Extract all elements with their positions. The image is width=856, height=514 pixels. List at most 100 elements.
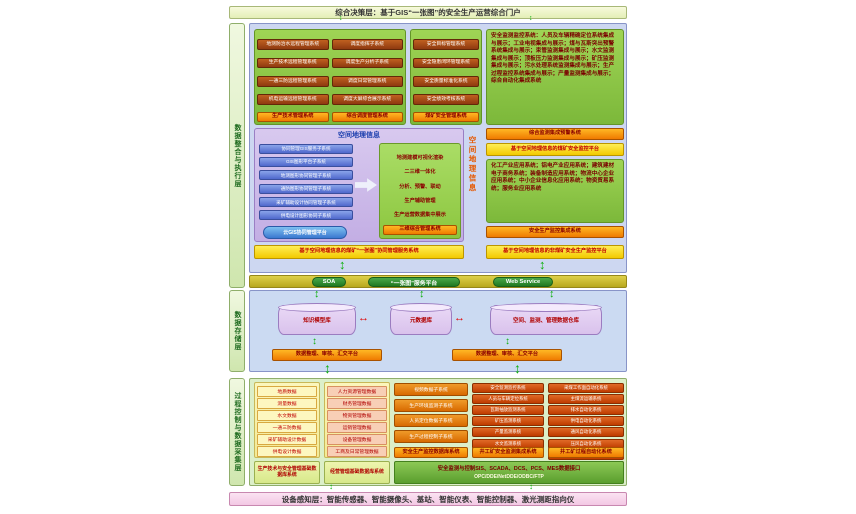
automation-box: 主煤流运输系统 <box>548 393 624 404</box>
gis-subsystem-box: 通防图形协同管理子系统 <box>259 183 353 194</box>
mine-safety-integration-footer: 井工矿安全监测集成系统 <box>472 447 544 458</box>
management-db-footer: 经营管理基础数据库系统 <box>324 461 390 484</box>
data-box: 运销管理数据 <box>327 421 387 433</box>
automation-items: 采煤工作面自动化系统主煤流运输系统排水自动化系统供电自动化系统通风自动化系统压风… <box>548 382 624 471</box>
erp-data-panel: 人力资源管理数据财务管理数据物资管理数据运销管理数据设备管理数据工商及日常管理数… <box>324 382 390 458</box>
industry-text-panel: 化工产业应用系统；铝电产业应用系统；建筑建材电子商务系统；装备制造应用系统；物流… <box>486 159 624 223</box>
data-box: 采矿辅助设计数据 <box>257 433 317 445</box>
spatial-monitor-mgmt-warehouse: 空间、监测、管理数据仓库 <box>490 303 602 335</box>
v-arrow-icon: ↕ <box>549 288 555 300</box>
data-box: 人力资源管理数据 <box>327 385 387 397</box>
v-arrow-icon: ↕ <box>514 360 521 376</box>
gis-func-box: 地测建模可视化渲染二三维一体化分析、预警、联动生产辅助管理生产运营数据集中展示 … <box>379 143 461 239</box>
knowledge-model-db: 知识模型库 <box>278 303 356 335</box>
h-arrow-icon: ↔ <box>454 312 465 324</box>
gis-func-footer: 三维综合管理系统 <box>383 225 457 235</box>
data-box: 供电设计数据 <box>257 445 317 457</box>
coal-onemap-platform-bar: 基于空间地理信息的煤矿“一张图”协同管理服务系统 <box>254 245 464 259</box>
system-box: 调度指挥子系统 <box>331 39 403 50</box>
gis-subsystem-box: 地测图形协同管理子系统 <box>259 170 353 181</box>
gis-subsystem-items: 协同管理GIS服务子系统 GIS图形平台子系统地测图形协同管理子系统通防图形协同管… <box>259 141 353 223</box>
gis-function: 生产辅助管理 <box>404 197 436 204</box>
v-arrow-icon: ↕ <box>539 257 546 272</box>
subsystem-box: 视频数据子系统 <box>394 383 468 397</box>
industry-footer: 安全生产监控集成系统 <box>486 226 624 238</box>
geo-data-items: 地质数据测量数据水文数据一通三防数据采矿辅助设计数据供电设计数据 <box>257 385 317 457</box>
metadata-db: 元数据库 <box>390 303 452 335</box>
mine-process-automation-footer: 井工矿过程自动化系统 <box>548 447 624 458</box>
monitor-box: 瓦斯抽放监测系统 <box>472 404 544 415</box>
v-arrow-icon: ↕ <box>339 15 343 22</box>
v-arrow-icon: ↕ <box>312 336 317 347</box>
monitor-box: 矿压监测系统 <box>472 416 544 427</box>
coal-monitor-platform-bar: 基于空间地理信息的煤矿安全监控平台 <box>486 143 624 156</box>
data-box: 物资管理数据 <box>327 409 387 421</box>
v-arrow-icon: ↕ <box>314 288 320 300</box>
system-box: 机电运输远程管理系统 <box>257 94 329 105</box>
geo-data-panel: 地质数据测量数据水文数据一通三防数据采矿辅助设计数据供电设计数据 <box>254 382 320 458</box>
subsystem-box: 生产环境监测子系统 <box>394 398 468 412</box>
prod-dispatch-panel: 地测防治水远程管理系统生产技术远程管理系统一通三防远程管理系统机电运输远程管理系… <box>254 29 406 125</box>
system-box: 安全目标管理系统 <box>413 39 479 50</box>
system-box: 调度日常管理系统 <box>331 76 403 87</box>
data-box: 设备管理数据 <box>327 433 387 445</box>
automation-box: 采煤工作面自动化系统 <box>548 382 624 393</box>
cloud-gis-platform: 云GIS协同管理平台 <box>263 226 347 239</box>
prodtech-safety-db-footer: 生产技术与安全管理基础数据库系统 <box>254 461 320 484</box>
device-layer-banner: 设备感知层：智能传感器、智能摄像头、基站、智能仪表、智能控制器、激光测距指向仪 <box>229 492 627 506</box>
prod-tech-footer: 生产技术管理系统 <box>257 112 329 122</box>
data-box: 测量数据 <box>257 397 317 409</box>
safety-items: 安全目标管理系统安全隐患闭环管理系统安全质量标准化系统安全绩效考核系统 <box>413 32 479 112</box>
system-box: 一通三防远程管理系统 <box>257 76 329 87</box>
h-arrow-icon: ↔ <box>358 312 369 324</box>
data-box: 一通三防数据 <box>257 421 317 433</box>
automation-box: 排水自动化系统 <box>548 404 624 415</box>
subsystem-box: 生产过程控制子系统 <box>394 429 468 443</box>
exec-layer-area: 地测防治水远程管理系统生产技术远程管理系统一通三防远程管理系统机电运输远程管理系… <box>249 23 627 273</box>
v-arrow-icon: ↕ <box>529 482 533 491</box>
safety-column: 安全目标管理系统安全隐患闭环管理系统安全质量标准化系统安全绩效考核系统 煤矿安全… <box>413 32 479 122</box>
onemap-service-pill: “一张图”服务平台 <box>368 277 460 287</box>
architecture-diagram: 综合决策层：基于GIS“一张图”的安全生产运营综合门户 数据整合与执行层 数据存… <box>229 6 627 507</box>
dispatch-items: 调度指挥子系统调度生产分析子系统调度日常管理系统调度大屏综合展示系统 <box>331 32 403 112</box>
gis-function-list: 地测建模可视化渲染二三维一体化分析、预警、联动生产辅助管理生产运营数据集中展示 <box>383 147 457 225</box>
data-box: 地质数据 <box>257 385 317 397</box>
monitor-text-panel: 安全监测监控系统：人员及车辆精确定位系统集成与展示；工业电视集成与展示；煤与瓦斯… <box>486 29 624 125</box>
data-interface-bar: 安全监测与控制SIS、SCADA、DCS、PCS、MES数据接口 OPC/DDE… <box>394 461 624 484</box>
webservice-pill: Web Service <box>493 277 553 287</box>
db-label: 空间、监测、管理数据仓库 <box>512 318 579 324</box>
flow-arrow-icon <box>355 178 377 192</box>
gis-function: 地测建模可视化渲染 <box>396 155 444 162</box>
gis-subsystem-box: GIS图形平台子系统 <box>259 156 353 167</box>
system-box: 安全隐患闭环管理系统 <box>413 57 479 69</box>
subsystem-box: 人员定位数据子系统 <box>394 414 468 428</box>
safety-footer: 煤矿安全管理系统 <box>413 112 479 122</box>
system-box: 调度大屏综合展示系统 <box>331 94 403 105</box>
system-box: 安全质量标准化系统 <box>413 76 479 87</box>
realtime-subsys-items: 视频数据子系统生产环境监测子系统人员定位数据子系统生产过程控制子系统 <box>394 382 468 444</box>
realtime-db-footer: 安全生产监控数据库系统 <box>394 447 468 458</box>
v-arrow-icon: ↕ <box>419 288 425 300</box>
data-box: 财务管理数据 <box>327 397 387 409</box>
prod-tech-items: 地测防治水远程管理系统生产技术远程管理系统一通三防远程管理系统机电运输远程管理系… <box>257 32 329 112</box>
noncoal-platform-bar: 基于空间地理信息的非煤矿安全生产监控平台 <box>486 245 624 259</box>
gis-function: 二三维一体化 <box>404 169 436 176</box>
layer-label-storage: 数据存储层 <box>229 290 245 372</box>
layer-label-exec: 数据整合与执行层 <box>229 23 245 288</box>
data-platform-right: 数据整理、审核、汇交平台 <box>452 349 562 361</box>
top-banner: 综合决策层：基于GIS“一张图”的安全生产运营综合门户 <box>229 6 627 19</box>
system-box: 地测防治水远程管理系统 <box>257 39 329 50</box>
gis-subsystem-box: 采矿辅助设计协同管理子系统 <box>259 197 353 208</box>
collect-layer-area: 地质数据测量数据水文数据一通三防数据采矿辅助设计数据供电设计数据 人力资源管理数… <box>249 378 627 486</box>
gis-subsystem-box: 供电设计图形协同子系统 <box>259 210 353 221</box>
gis-side-label: 空间地理信息 <box>468 136 477 193</box>
monitor-footer: 综合监测集成预警系统 <box>486 128 624 140</box>
data-platform-left: 数据整理、审核、汇交平台 <box>272 349 382 361</box>
interface-line2: OPC/DDE/NetDDE/ODBC/FTP <box>474 473 544 480</box>
db-label: 元数据库 <box>409 318 432 324</box>
interface-line1: 安全监测与控制SIS、SCADA、DCS、PCS、MES数据接口 <box>437 466 581 472</box>
erp-data-items: 人力资源管理数据财务管理数据物资管理数据运销管理数据设备管理数据工商及日常管理数… <box>327 385 387 457</box>
gis-subsystem-box: 协同管理GIS服务子系统 <box>259 143 353 154</box>
safety-panel: 安全目标管理系统安全隐患闭环管理系统安全质量标准化系统安全绩效考核系统 煤矿安全… <box>410 29 482 125</box>
